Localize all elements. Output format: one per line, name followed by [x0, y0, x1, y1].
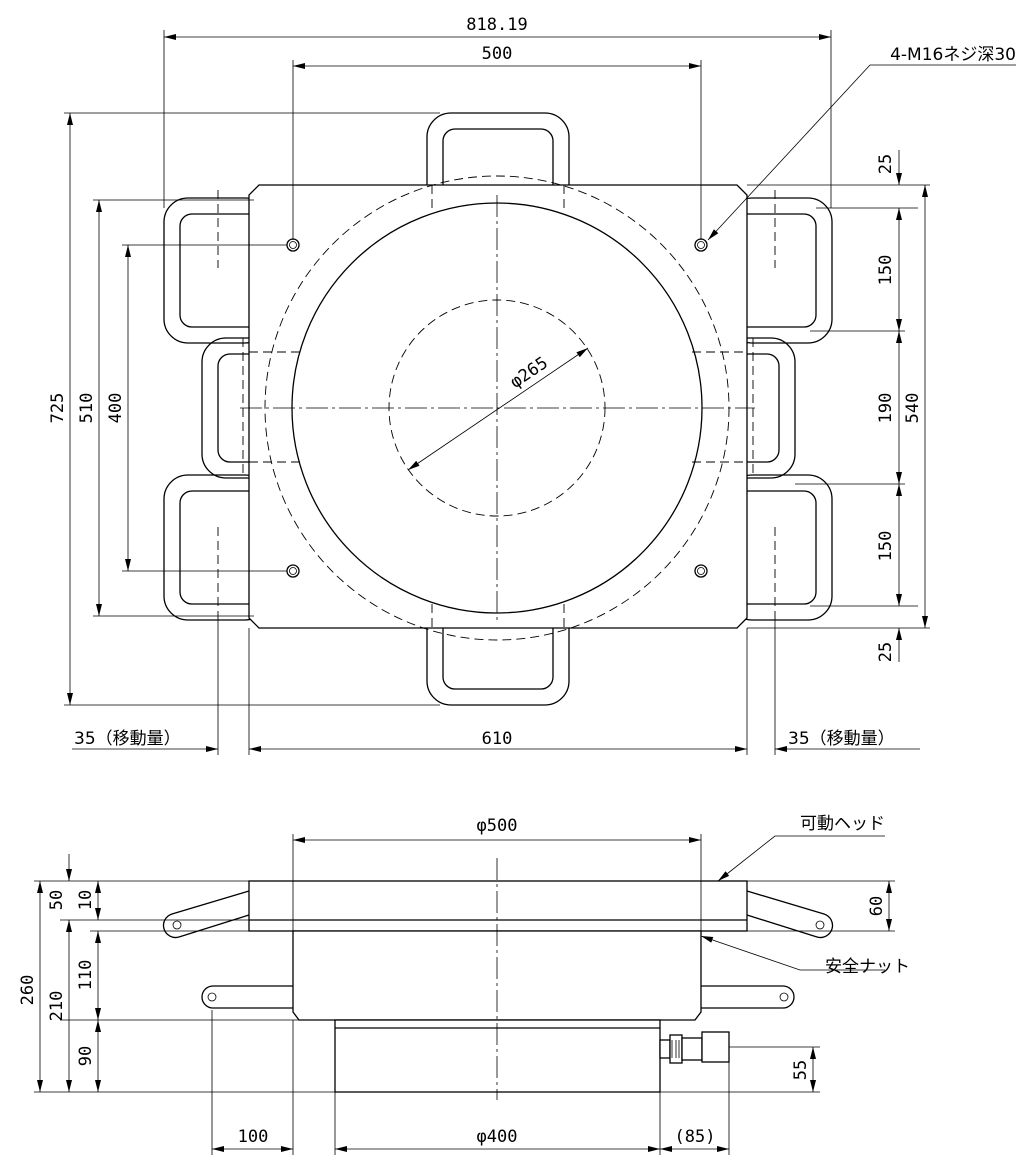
dim-coupler: (85) — [675, 1127, 716, 1147]
side-view: φ500 φ400 100 (85) 260 50 210 10 110 90 … — [18, 814, 910, 1155]
dim-110: 110 — [76, 960, 96, 991]
dim-90: 90 — [76, 1046, 96, 1066]
dim-travel-right: 35（移動量） — [788, 729, 895, 749]
dim-body-width: 610 — [482, 729, 513, 749]
dim-handle-middle: 190 — [876, 393, 896, 424]
dim-510: 510 — [77, 393, 97, 424]
dim-handle-upper: 150 — [876, 255, 896, 286]
dim-top-gap: 25 — [876, 154, 896, 174]
side-right-lower-handle — [701, 985, 795, 1009]
side-extension-lines — [34, 834, 895, 1155]
top-body-plate — [248, 184, 748, 629]
callout-safety-nut: 安全ナット — [825, 957, 910, 977]
top-dimension-lines — [67, 34, 1016, 752]
callout-moving-head: 可動ヘッド — [800, 814, 885, 834]
side-left-upper-handle — [162, 890, 250, 939]
dim-540: 540 — [903, 393, 923, 424]
top-view: 818.19 500 610 35（移動量） 35（移動量） 725 510 4… — [48, 15, 1016, 755]
dim-handle-reach: 100 — [238, 1127, 269, 1147]
side-dimension-lines — [37, 835, 892, 1152]
dim-handle-lower: 150 — [876, 531, 896, 562]
dim-head-diameter: φ500 — [477, 816, 518, 836]
dim-total-height: 260 — [18, 975, 38, 1006]
dim-55: 55 — [791, 1060, 811, 1080]
dim-hole-pitch-y: 400 — [106, 393, 126, 424]
dim-hole-pitch-x: 500 — [482, 44, 513, 64]
dim-10: 10 — [76, 890, 96, 910]
dim-overall-height: 725 — [48, 393, 68, 424]
hydraulic-coupler — [659, 1031, 730, 1064]
dim-50: 50 — [47, 890, 67, 910]
moving-head — [248, 880, 748, 932]
side-right-upper-handle — [746, 890, 834, 939]
cylinder-base — [334, 1019, 661, 1093]
thread-hole — [694, 564, 708, 578]
dim-bottom-gap: 25 — [876, 642, 896, 662]
dim-60: 60 — [867, 896, 887, 916]
dim-travel-left: 35（移動量） — [74, 729, 181, 749]
dim-210: 210 — [47, 991, 67, 1022]
top-extension-lines — [64, 30, 930, 755]
dim-body-diameter: φ400 — [477, 1127, 518, 1147]
callout-threads: 4-M16ネジ深30 — [890, 45, 1016, 65]
side-left-lower-handle — [201, 985, 293, 1009]
dim-overall-width: 818.19 — [466, 15, 527, 35]
